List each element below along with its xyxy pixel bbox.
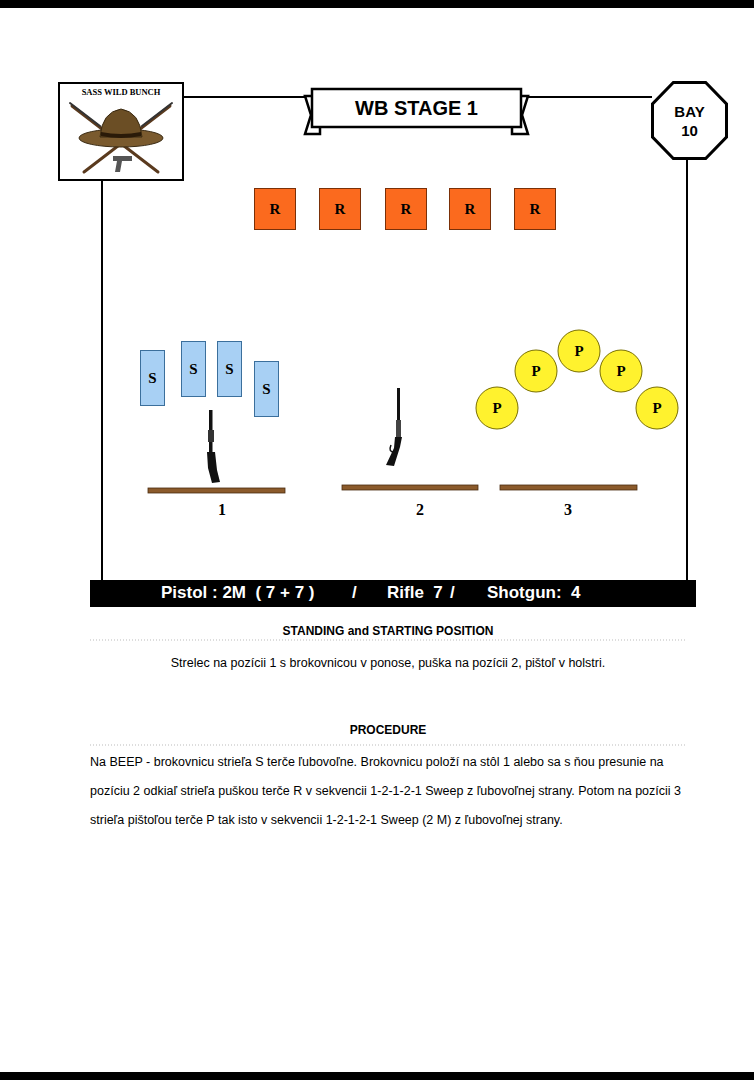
circle-shape <box>558 330 600 372</box>
round-count: Pistol : 2M ( 7 + 7 ) <box>161 583 315 603</box>
pistol-target: P <box>514 349 558 393</box>
target-letter: R <box>465 201 476 218</box>
target-letter: S <box>225 361 233 378</box>
rifle-target: R <box>319 188 361 230</box>
shotgun-target: S <box>181 341 206 397</box>
target-letter: P <box>531 363 540 380</box>
target-letter: R <box>335 201 346 218</box>
stage-frame <box>102 97 687 580</box>
target-letter: P <box>616 363 625 380</box>
start-position-note: Strelec na pozícii 1 s brokovnicou v pon… <box>90 656 686 670</box>
shotgun-target: S <box>140 350 165 406</box>
pistol-target: P <box>557 329 601 373</box>
separator-line <box>90 640 686 745</box>
section-heading: PROCEDURE <box>90 723 686 737</box>
octagon-shape <box>653 83 727 159</box>
position-number: 2 <box>410 501 430 519</box>
circle-shape <box>636 387 678 429</box>
section-heading: STANDING and STARTING POSITION <box>90 624 686 638</box>
rifle-target: R <box>514 188 556 230</box>
circle-shape <box>476 387 518 429</box>
stage-title: WB STAGE 1 <box>312 89 521 127</box>
target-letter: P <box>574 343 583 360</box>
round-count: / <box>450 583 455 603</box>
target-letter: S <box>262 381 270 398</box>
rifle-target: R <box>449 188 491 230</box>
rifle-target: R <box>254 188 296 230</box>
target-letter: R <box>530 201 541 218</box>
position-number: 3 <box>558 501 578 519</box>
pistol-target: P <box>475 386 519 430</box>
pistol-target: P <box>635 386 679 430</box>
target-letter: R <box>401 201 412 218</box>
octagon-outline <box>651 81 728 160</box>
shotgun-target: S <box>254 361 279 417</box>
table <box>148 485 637 493</box>
pistol-target: P <box>599 349 643 393</box>
position-number: 1 <box>212 501 232 519</box>
bay-label: BAY 10 <box>668 102 712 140</box>
target-letter: P <box>492 400 501 417</box>
rifle-figure <box>386 388 402 466</box>
circle-shape <box>600 350 642 392</box>
title-ribbon <box>305 89 528 134</box>
circle-shape <box>515 350 557 392</box>
rifle-target: R <box>385 188 427 230</box>
target-letter: S <box>148 370 156 387</box>
round-count: Shotgun: 4 <box>487 583 580 603</box>
round-count: / <box>352 583 357 603</box>
procedure-note: Na BEEP - brokovnicu strieľa S terče ľub… <box>90 748 690 835</box>
shotgun-figure <box>207 410 220 483</box>
target-letter: P <box>652 400 661 417</box>
round-count: Rifle 7 <box>387 583 443 603</box>
logo-box: SASS WILD BUNCH <box>58 82 184 181</box>
top-bar <box>0 0 754 8</box>
target-letter: S <box>189 361 197 378</box>
bottom-bar <box>0 1072 754 1080</box>
shotgun-target: S <box>217 341 242 397</box>
bay-octagon: BAY 10 <box>651 81 728 160</box>
logo-text: SASS WILD BUNCH <box>80 87 163 97</box>
target-letter: R <box>270 201 281 218</box>
logo-illustration <box>70 103 172 172</box>
round-count-band: Pistol : 2M ( 7 + 7 ) / Rifle 7 / Shotgun: 4 <box>90 580 696 607</box>
